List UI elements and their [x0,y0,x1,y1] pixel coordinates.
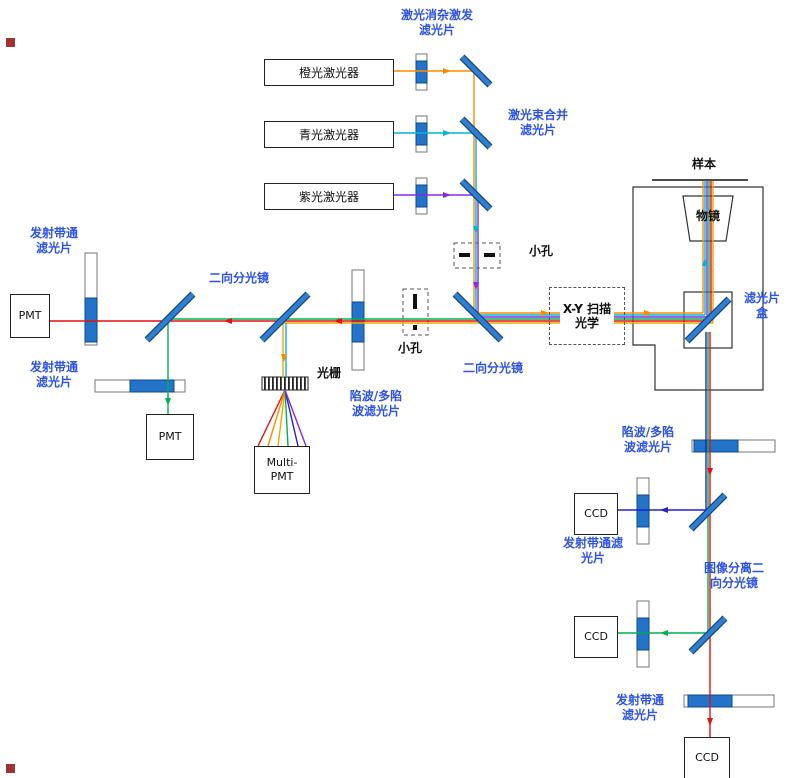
grating-element [261,376,309,391]
xy-scan-box: X-Y 扫描 光学 [549,287,625,345]
label-image-splitter: 图像分离二 向分光镜 [703,561,764,590]
pmt-2-box: PMT [146,414,194,460]
combiner-dichroic-2 [459,116,493,150]
label-pinhole-top: 小孔 [528,244,553,258]
label-emission-bandpass-3: 发射带通滤 光片 [562,536,623,565]
artifact-marker-top [6,38,15,47]
label-emission-bandpass-4: 发射带通 滤光片 [615,693,664,722]
ccd-3-box: CCD [684,737,730,778]
direction-arrows [165,68,713,726]
artifact-marker-bottom [6,764,15,773]
label-emission-bandpass-1: 发射带通 滤光片 [29,226,78,255]
objective-lens [682,195,734,242]
pinhole-top [453,242,501,269]
laser-cleanup-filter-1 [415,53,428,91]
image-splitter-dichroic-1 [688,492,728,532]
pmt-1-box: PMT [10,294,50,338]
label-beam-combiner-filter: 激光束合并 滤光片 [507,108,568,137]
label-grating: 光栅 [316,366,341,380]
pmt2-bandpass-filter [94,379,186,393]
ccd3-bandpass-filter [683,694,775,708]
label-sample: 样本 [691,157,716,171]
label-filter-cube: 滤光片 盒 [743,291,780,320]
image-splitter-dichroic-2 [688,615,728,655]
multi-pmt-box: Multi- PMT [254,446,310,494]
label-notch-filter-1: 陷波/多陷 波滤光片 [349,389,403,418]
label-objective: 物镜 [695,209,720,223]
grating-dispersion-fan [257,389,307,447]
pmt1-bandpass-filter [84,252,98,346]
detection-dichroic-1 [144,291,196,343]
laser-box-orange: 橙光激光器 [264,59,394,86]
label-laser-cleanup-filter: 激光消杂激发 滤光片 [400,8,473,37]
ccd-1-box: CCD [574,493,618,535]
combiner-mirror-1 [459,54,493,88]
microscope-body [632,186,764,391]
detection-dichroic-2 [259,291,311,343]
main-dichroic-mirror [452,291,504,343]
pinhole-mid [402,288,429,336]
laser-box-violet: 紫光激光器 [264,183,394,210]
filter-cube-dichroic [684,296,732,344]
emission-beams [50,181,714,739]
label-emission-bandpass-2: 发射带通 滤光片 [29,360,78,389]
label-dichroic-2: 二向分光镜 [462,361,523,375]
label-dichroic-1: 二向分光镜 [208,271,269,285]
ccd2-bandpass-filter [636,600,650,668]
label-notch-filter-2: 陷波/多陷 波滤光片 [621,425,675,454]
ccd-2-box: CCD [574,616,618,658]
combiner-dichroic-3 [459,178,493,212]
laser-cleanup-filter-3 [415,177,428,215]
label-pinhole-mid: 小孔 [397,341,422,355]
notch-filter-1 [351,269,365,371]
laser-cleanup-filter-2 [415,115,428,153]
notch-filter-2 [691,439,776,453]
laser-box-cyan: 青光激光器 [264,121,394,148]
ccd1-bandpass-filter [636,477,650,545]
xy-scan-label: X-Y 扫描 光学 [559,302,615,330]
